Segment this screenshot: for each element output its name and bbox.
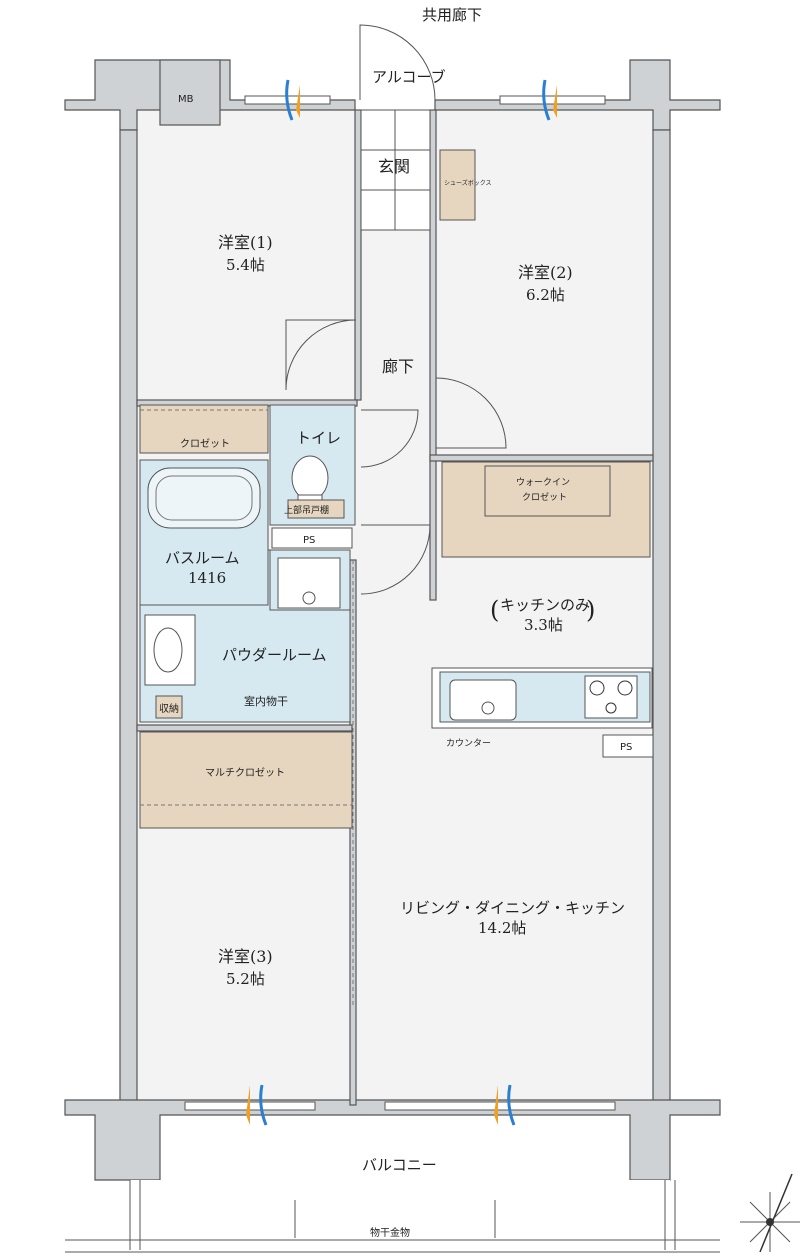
label-kitchen-only-name: キッチンのみ [500,596,590,614]
label-closet: クロゼット [180,438,230,450]
label-bath-name: バスルーム [165,549,240,567]
label-ldk-size: 14.2帖 [478,919,526,937]
label-room1-size: 5.4帖 [226,256,265,274]
label-counter: カウンター [446,738,491,749]
label-common-corridor: 共用廊下 [422,6,482,24]
ps-box-1 [271,527,353,549]
label-walkin-line1: ウォークイン [516,477,570,488]
label-room2-size: 6.2帖 [526,286,565,304]
vanity-icon [144,614,196,686]
compass-rose-icon [740,1173,800,1253]
label-room1-name: 洋室(1) [218,233,273,252]
label-dry-hardware: 物干金物 [370,1226,410,1239]
closet-room1 [139,404,269,454]
kitchen-counter [431,667,654,758]
paren-right: ) [586,596,595,624]
airflow-arrow-icon [246,79,557,1126]
label-balcony: バルコニー [362,1156,437,1174]
label-kitchen-only-size: 3.3帖 [524,616,563,634]
label-mb: MB [178,94,194,105]
ps-box-2 [602,734,654,758]
label-ldk-name: リビング・ダイニング・キッチン [400,899,625,917]
label-toilet: トイレ [296,429,341,447]
label-storage: 収納 [159,702,179,715]
paren-left: ( [490,596,499,624]
toilet-icon [291,455,329,501]
label-walkin-line2: クロゼット [522,491,567,503]
multi-closet [139,731,353,829]
label-hallway: 廊下 [382,357,414,376]
sink-icon [449,679,517,721]
label-ps1: PS [303,535,315,546]
shoe-box [439,149,476,221]
label-indoor-dry: 室内物干 [244,694,288,708]
bathtub-icon [147,467,261,529]
label-room2-name: 洋室(2) [518,263,573,282]
label-upper-shelf: 上部吊戸棚 [284,504,329,516]
doors [285,24,507,1005]
balcony-area [65,1180,720,1253]
label-room3-name: 洋室(3) [218,947,273,966]
storage-box [155,695,183,719]
label-powder: パウダールーム [222,646,327,664]
stove-icon [584,675,638,719]
label-alcove: アルコーブ [372,68,446,86]
label-ps2: PS [620,742,632,753]
outer-walls [64,59,721,1181]
label-bath-size: 1416 [188,569,226,587]
label-shoe-box: シューズボックス [444,179,492,187]
label-multi-closet: マルチクロゼット [205,767,285,779]
label-entrance: 玄関 [378,157,410,176]
label-room3-size: 5.2帖 [226,970,265,988]
interior-walls [136,109,654,1106]
walk-in-closet [441,461,651,558]
entrance-area [360,109,431,231]
washer-icon [277,557,341,609]
